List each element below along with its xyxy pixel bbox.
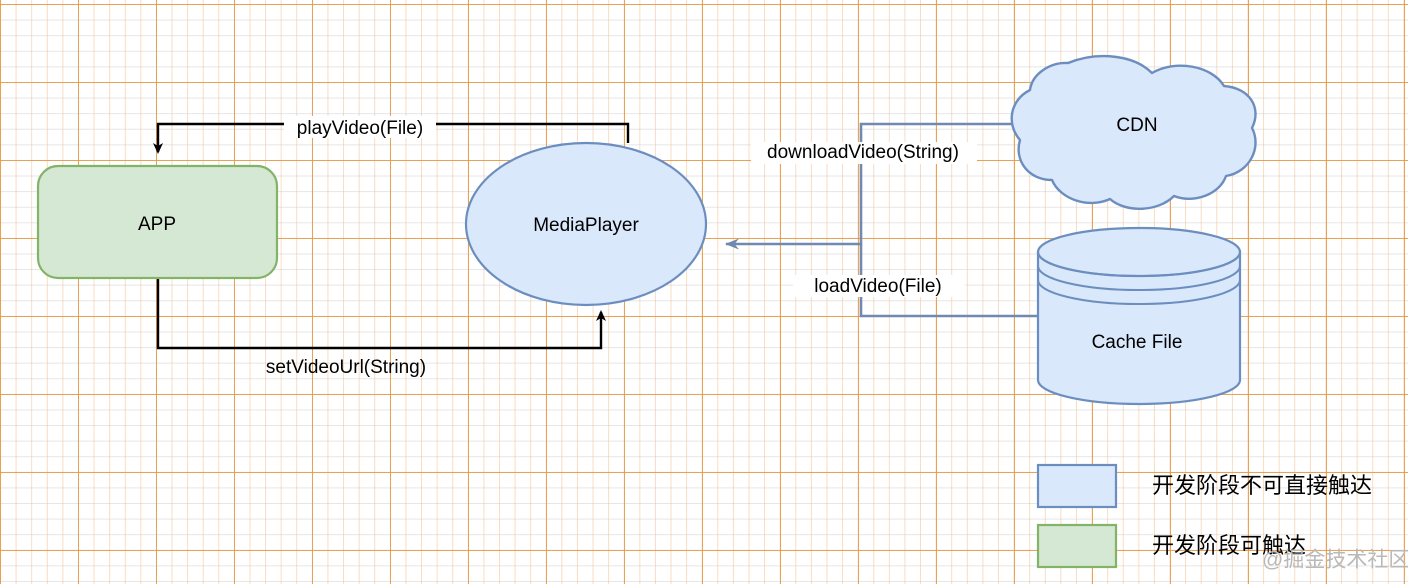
node-mediaplayer-shape[interactable] [464,141,708,307]
node-app-label: APP [138,214,176,235]
edge-load-video-label-bg [793,275,965,297]
edge-play-video: playVideo(File) [153,116,630,154]
legend-label-not-reachable: 开发阶段不可直接触达 [1152,473,1372,498]
node-app-shape[interactable] [36,164,279,280]
edge-download-video-line [725,122,1018,250]
edge-load-video-line [859,244,1038,318]
legend-item-reachable: 开发阶段可触达 [1036,523,1306,569]
node-cache-file-ring-2 [1037,265,1241,291]
node-cache-file-ring-1 [1037,251,1241,277]
legend-item-not-reachable: 开发阶段不可直接触达 [1036,463,1372,509]
edge-set-video-url-label: setVideoUrl(String) [266,357,426,378]
edge-download-video-label-bg [751,142,977,164]
edge-set-video-url: setVideoUrl(String) [156,278,606,378]
edge-download-video: downloadVideo(String) [725,122,1018,250]
edge-download-video-label: downloadVideo(String) [767,142,959,163]
legend-swatch-reachable [1036,523,1118,569]
node-cache-file-ring-3 [1037,279,1241,305]
legend-label-reachable: 开发阶段可触达 [1152,533,1306,558]
node-cache-file[interactable]: Cache File [1036,226,1242,406]
edge-set-video-url-line [156,278,606,350]
node-cdn-label: CDN [1116,115,1157,136]
legend-swatch-not-reachable [1036,463,1118,509]
edge-play-video-label: playVideo(File) [297,118,423,139]
edge-load-video: loadVideo(File) [793,244,1038,318]
node-cdn[interactable]: CDN [1010,54,1257,210]
node-mediaplayer-label: MediaPlayer [533,215,639,236]
node-app[interactable]: APP [36,164,279,280]
node-cache-file-body[interactable] [1036,250,1242,406]
edge-load-video-label: loadVideo(File) [814,276,941,297]
node-mediaplayer[interactable]: MediaPlayer [464,141,708,307]
watermark: @掘金技术社区 [1262,549,1408,572]
edge-play-video-label-bg [284,116,436,138]
node-cache-file-label: Cache File [1092,332,1183,353]
node-cdn-shape[interactable] [1010,54,1257,210]
legend: 开发阶段不可直接触达 开发阶段可触达 [1036,463,1372,569]
